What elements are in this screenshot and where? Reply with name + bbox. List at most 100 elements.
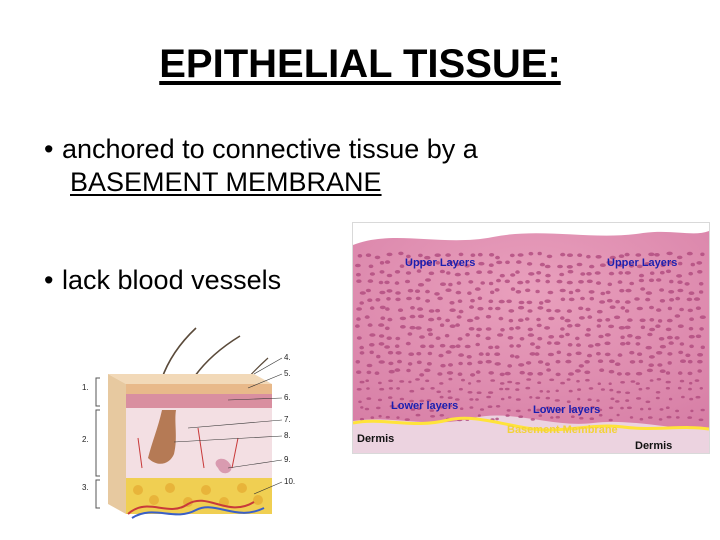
cell-nucleus [679, 307, 684, 312]
cell-nucleus [356, 388, 362, 391]
cell-nucleus [374, 255, 381, 260]
cell-nucleus [398, 251, 404, 256]
cell-nucleus [470, 298, 475, 303]
cell-nucleus [694, 379, 700, 382]
cell-nucleus [575, 351, 582, 356]
cell-nucleus [506, 409, 511, 412]
cell-nucleus [475, 342, 480, 347]
cell-nucleus [507, 396, 512, 399]
cell-nucleus [649, 271, 655, 275]
cell-nucleus [420, 387, 425, 390]
cell-nucleus [667, 361, 672, 365]
cell-nucleus [586, 353, 593, 358]
cell-nucleus [586, 279, 593, 284]
cell-nucleus [510, 287, 516, 291]
cell-nucleus [699, 387, 703, 390]
cell-nucleus [537, 251, 542, 256]
cell-nucleus [665, 380, 671, 384]
cell-nucleus [566, 378, 571, 381]
cell-nucleus [499, 382, 505, 385]
cell-nucleus [688, 271, 693, 276]
cell-nucleus [378, 334, 385, 338]
cell-nucleus [529, 352, 536, 356]
cell-nucleus [395, 351, 402, 355]
cell-nucleus [474, 316, 480, 320]
cell-nucleus [495, 306, 501, 311]
cell-nucleus [681, 395, 685, 399]
cell-nucleus [355, 360, 361, 364]
cell-nucleus [515, 326, 521, 330]
cell-nucleus [594, 342, 601, 347]
cell-nucleus [475, 333, 481, 338]
cell-nucleus [506, 299, 512, 304]
cell-nucleus [577, 397, 581, 401]
cell-nucleus [700, 252, 705, 257]
cell-nucleus [605, 318, 611, 322]
cell-nucleus [615, 299, 620, 304]
cell-nucleus [545, 279, 550, 284]
cell-nucleus [636, 397, 642, 400]
cell-nucleus [435, 336, 441, 340]
cell-nucleus [439, 343, 446, 348]
cell-nucleus [496, 278, 501, 283]
cell-nucleus [599, 263, 606, 267]
cell-nucleus [555, 372, 561, 377]
cell-nucleus [564, 318, 571, 323]
cell-nucleus [568, 297, 575, 302]
cell-nucleus [688, 291, 695, 295]
cell-nucleus [456, 315, 462, 319]
cell-nucleus [379, 387, 385, 391]
cell-nucleus [658, 337, 665, 341]
cell-nucleus [559, 288, 566, 293]
skin-diagram: 1. 2. 3. 4. 5. 6. 7. 8. 9. 10. [82, 327, 295, 519]
cell-nucleus [605, 290, 611, 295]
cell-nucleus [518, 305, 525, 310]
cell-nucleus [649, 379, 654, 382]
cell-nucleus [599, 368, 605, 372]
cell-nucleus [629, 281, 635, 286]
cell-nucleus [419, 373, 425, 377]
cell-nucleus [455, 344, 461, 348]
cell-nucleus [507, 380, 513, 384]
cell-nucleus [544, 264, 551, 269]
cell-nucleus [529, 396, 533, 399]
cell-nucleus [629, 416, 634, 419]
cell-nucleus [600, 291, 606, 296]
cell-nucleus [687, 308, 693, 313]
cell-nucleus [355, 263, 361, 268]
cell-nucleus [525, 386, 531, 390]
cell-nucleus [546, 254, 553, 259]
cell-nucleus [624, 309, 630, 313]
cell-nucleus [659, 408, 664, 411]
cell-nucleus [430, 387, 435, 390]
cell-nucleus [567, 269, 574, 274]
cell-nucleus [654, 253, 660, 257]
cell-nucleus [394, 344, 400, 348]
cell-nucleus [416, 360, 422, 365]
cell-nucleus [625, 288, 632, 293]
cell-nucleus [359, 301, 364, 305]
label-9: 9. [284, 455, 291, 464]
cell-nucleus [495, 417, 499, 421]
cell-nucleus [359, 351, 365, 355]
cell-nucleus [536, 323, 542, 328]
cell-nucleus [580, 296, 585, 301]
cell-nucleus [365, 288, 371, 293]
cell-nucleus [566, 400, 571, 403]
cell-nucleus [635, 335, 642, 340]
cell-nucleus [544, 299, 551, 303]
cell-nucleus [426, 362, 432, 366]
cell-nucleus [589, 264, 595, 269]
cell-nucleus [395, 336, 401, 341]
cell-nucleus [678, 261, 683, 266]
cell-nucleus [394, 281, 400, 285]
cell-nucleus [537, 381, 542, 384]
cell-nucleus [668, 341, 674, 345]
cell-nucleus [435, 261, 440, 265]
cell-nucleus [537, 306, 544, 310]
cell-nucleus [385, 307, 390, 311]
cell-nucleus [500, 328, 505, 332]
cell-nucleus [677, 371, 683, 375]
cell-nucleus [518, 363, 525, 367]
cell-nucleus [504, 279, 510, 284]
